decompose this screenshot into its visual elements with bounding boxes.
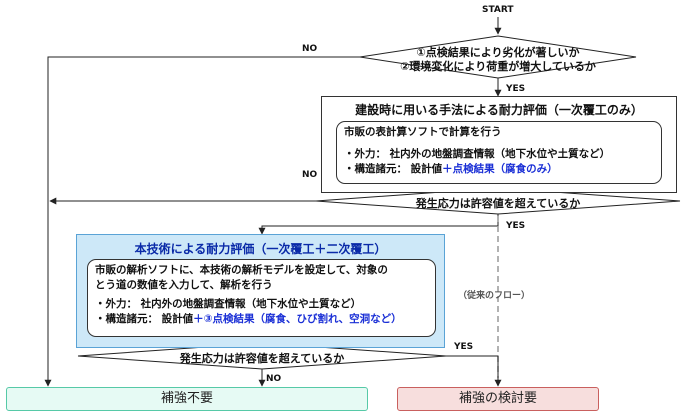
primary-inner-heading: 市販の表計算ソフトで計算を行う — [344, 126, 502, 138]
decision1-no-label: NO — [302, 44, 318, 54]
decision1-line2: ②環境変化により荷重が増大しているか — [400, 60, 596, 73]
decision3-yes-label: YES — [454, 342, 474, 352]
primary-evaluation-title: 建設時に用いる手法による耐力評価（一次覆工のみ） — [355, 103, 643, 117]
tech-inner-line1: 市販の解析ソフトに、本技術の解析モデルを設定して、対象の — [95, 264, 388, 276]
tech-structure: ・構造諸元： 設計値＋③点検結果（腐食、ひび割れ、空洞など） — [95, 312, 428, 327]
connector-d1-no — [44, 56, 360, 387]
primary-external-force: ・外力： 社内外の地盤調査情報（地下水位や土質など） — [344, 148, 611, 160]
decision1-line1: ①点検結果により劣化が著しいか — [416, 46, 580, 59]
primary-structure-prefix: ・構造諸元： 設計値 — [344, 163, 443, 175]
conventional-flow-label: （従来のフロー） — [458, 291, 531, 301]
decision2-no-label: NO — [302, 170, 318, 180]
tech-structure-highlight: ＋③点検結果（腐食、ひび割れ、空洞など） — [193, 313, 402, 325]
start-label: START — [482, 5, 514, 15]
primary-structure-highlight: ＋点検結果（腐食のみ） — [442, 163, 558, 175]
primary-structure: ・構造諸元： 設計値＋点検結果（腐食のみ） — [344, 162, 654, 177]
end-reinforcement-required: 補強の検討要 — [397, 387, 599, 411]
technology-evaluation-title: 本技術による耐力評価（一次覆工＋二次覆工） — [134, 242, 387, 256]
end-no-reinforcement: 補強不要 — [6, 387, 368, 411]
primary-evaluation-box: 建設時に用いる手法による耐力評価（一次覆工のみ） 市販の表計算ソフトで計算を行う… — [321, 96, 677, 193]
decision2-yes-label: YES — [506, 221, 526, 231]
decision2-text: 発生応力は許容値を超えているか — [415, 197, 581, 210]
technology-evaluation-box: 本技術による耐力評価（一次覆工＋二次覆工） 市販の解析ソフトに、本技術の解析モデ… — [76, 234, 445, 348]
technology-evaluation-detail: 市販の解析ソフトに、本技術の解析モデルを設定して、対象の とう道の数値を入力して… — [87, 259, 436, 337]
decision3-text: 発生応力は許容値を超えているか — [179, 352, 345, 365]
primary-evaluation-detail: 市販の表計算ソフトで計算を行う ・外力： 社内外の地盤調査情報（地下水位や土質な… — [336, 121, 662, 184]
decision1-yes-label: YES — [506, 84, 526, 94]
connector-d3-yes — [446, 355, 502, 387]
tech-structure-prefix: ・構造諸元： 設計値 — [95, 313, 194, 325]
tech-inner-line2: とう道の数値を入力して、解析を行う — [95, 279, 273, 291]
tech-external-force: ・外力： 社内外の地盤調査情報（地下水位や土質など） — [95, 298, 362, 310]
connector-d2-yes — [258, 214, 499, 235]
decision3-no-label: NO — [266, 374, 282, 384]
